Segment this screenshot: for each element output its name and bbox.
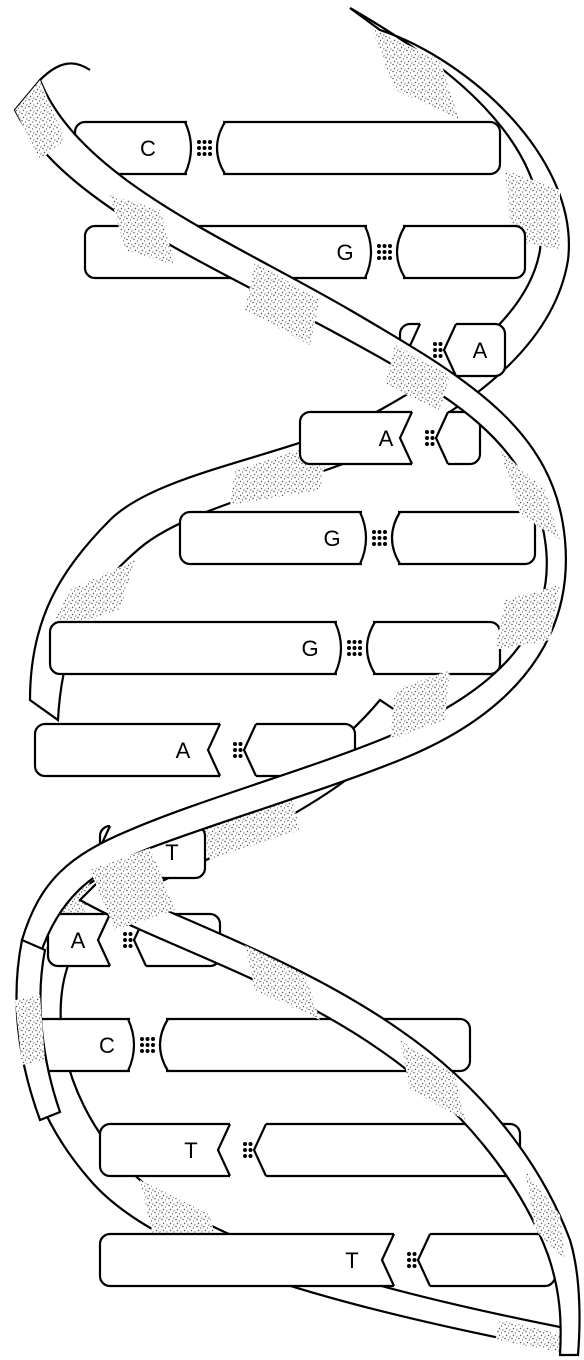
triple-hydrogen-bond	[140, 1037, 155, 1053]
base-label: C	[99, 1033, 115, 1058]
base-label: T	[165, 840, 178, 865]
front-strand-ribbon-top-edge	[40, 63, 90, 80]
base-pair: T	[100, 1122, 520, 1178]
base-pair: G	[50, 620, 500, 676]
base-label: C	[140, 136, 156, 161]
triple-hydrogen-bond	[197, 140, 212, 156]
triple-hydrogen-bond	[377, 244, 392, 260]
base-label: T	[184, 1138, 197, 1163]
base-label: G	[323, 526, 340, 551]
triple-hydrogen-bond	[347, 640, 362, 656]
base-label: A	[176, 738, 191, 763]
base-pair: T	[100, 1232, 555, 1288]
base-pair: C	[75, 120, 500, 176]
base-pair: G	[180, 510, 535, 566]
base-label: A	[473, 338, 488, 363]
base-label: T	[345, 1248, 358, 1273]
base-pair: A	[300, 410, 480, 466]
base-label: A	[71, 928, 86, 953]
base-label: G	[301, 636, 318, 661]
triple-hydrogen-bond	[372, 530, 387, 546]
base-label: A	[379, 426, 394, 451]
base-label: G	[336, 240, 353, 265]
